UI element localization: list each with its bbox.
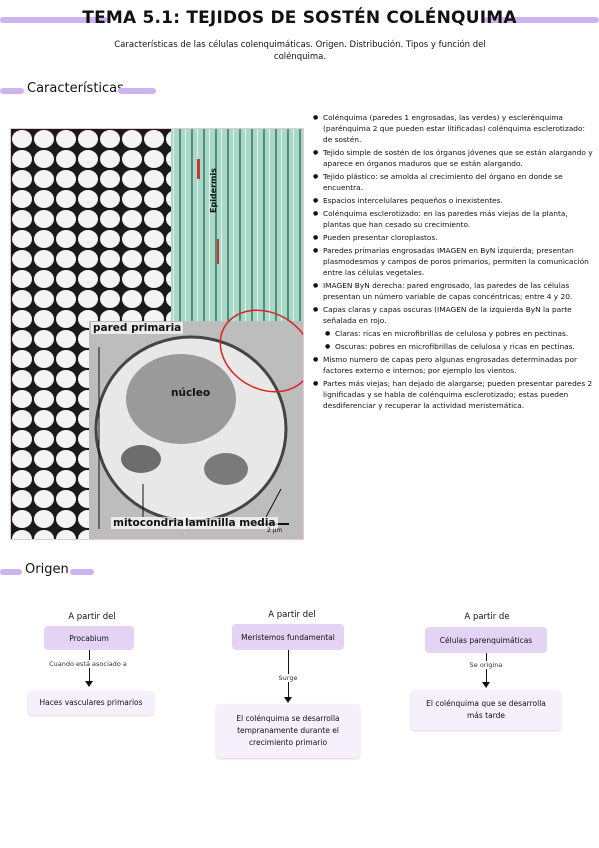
section-title-caracteristicas: Características: [27, 81, 124, 96]
origin-col2-result: El colénquima se desarrolla tempranament…: [216, 704, 360, 758]
origin-col3-box: Células parenquimáticas: [425, 627, 547, 653]
label-nucleo: núcleo: [171, 387, 211, 399]
section-decoration-left: [0, 569, 22, 575]
origin-col3-head: A partir de: [464, 612, 510, 622]
list-item: Tejido simple de sostén de los órganos j…: [313, 147, 595, 169]
page-subtitle: Características de las células colenquim…: [114, 40, 486, 62]
origin-col2-box: Meristemos fundamental: [232, 624, 344, 650]
list-item: Tejido plástico: se amolda al crecimient…: [313, 171, 595, 193]
section-title-origen: Origen: [25, 562, 69, 577]
section-decoration-right: [70, 569, 94, 575]
colenchyma-micrograph-figure: Epidermis pared primaria núcleo mitocond…: [10, 128, 304, 540]
origin-col3-arrowhead: [482, 682, 490, 688]
list-item: Capas claras y capas oscuras (IMAGEN de …: [313, 304, 595, 326]
characteristics-list: Colénquima (paredes 1 engrosadas, las ve…: [313, 112, 595, 413]
label-mitocondria: mitocondria: [111, 517, 187, 529]
title-decoration-right: [484, 17, 599, 23]
list-item: Pueden presentar cloroplastos.: [313, 232, 595, 243]
list-item: Paredes primarias engrosadas IMAGEN en B…: [313, 245, 595, 278]
page-title: TEMA 5.1: TEJIDOS DE SOSTÉN COLÉNQUIMA: [82, 8, 517, 28]
origin-col1-link: Cuando está asociado a: [30, 660, 146, 668]
origin-col1-head: A partir del: [68, 612, 116, 622]
list-item: Partes más viejas; han dejado de alargar…: [313, 378, 595, 411]
origin-col3-link: Se origina: [460, 661, 512, 669]
list-item: Mismo numero de capas pero algunas engro…: [313, 354, 595, 376]
list-item: Colénquima (paredes 1 engrosadas, las ve…: [313, 112, 595, 145]
section-decoration-left: [0, 88, 24, 94]
list-item: IMAGEN ByN derecha: pared engrosado, las…: [313, 280, 595, 302]
micrograph-illustration: [11, 129, 303, 539]
origin-col1-result: Haces vasculares primarios: [28, 691, 154, 715]
origin-col3-result: El colénquima que se desarrolla más tard…: [411, 690, 561, 730]
origin-col1-box: Procabium: [44, 626, 134, 650]
list-item: Colénquima esclerotizado: en las paredes…: [313, 208, 595, 230]
origin-col2-arrowhead: [284, 697, 292, 703]
label-scale-bar: 2 µm: [267, 527, 283, 534]
origin-col2-link: Surge: [268, 674, 308, 682]
label-pared-primaria: pared primaria: [91, 322, 184, 334]
label-epidermis: Epidermis: [209, 168, 218, 213]
origin-col2-head: A partir del: [268, 610, 316, 620]
sub-list-item: Claras: ricas en microfibrillas de celul…: [325, 328, 595, 339]
title-decoration-left: [0, 17, 108, 23]
sub-list-item: Oscuras: pobres en microfibrillas de cel…: [325, 341, 595, 352]
origin-col1-arrowhead: [85, 681, 93, 687]
list-item: Espacios intercelulares pequeños o inexi…: [313, 195, 595, 206]
label-laminilla-media: laminilla media: [183, 517, 278, 529]
section-decoration-right: [118, 88, 156, 94]
